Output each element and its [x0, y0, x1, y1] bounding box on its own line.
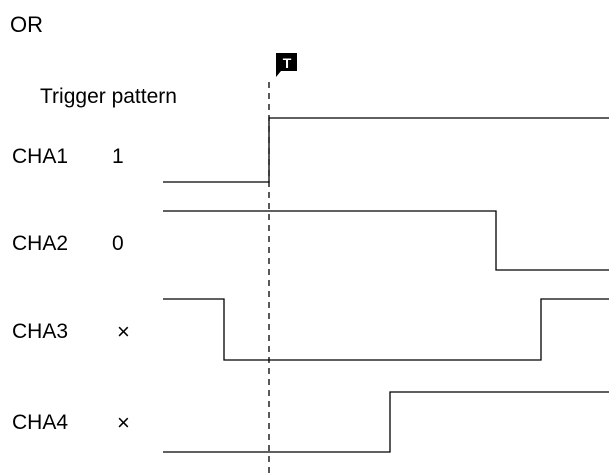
channel-pattern-cha2: 0	[112, 232, 124, 255]
waveform-cha3	[163, 298, 609, 361]
channel-label-cha1: CHA1	[12, 145, 69, 168]
channel-pattern-cha3: ×	[117, 319, 130, 344]
trigger-flag-letter: T	[283, 55, 292, 71]
channel-label-cha2: CHA2	[12, 232, 69, 255]
trigger-pattern-label: Trigger pattern	[40, 85, 177, 108]
waveform-cha4	[163, 391, 609, 453]
trigger-flag-icon: T	[276, 53, 297, 77]
channel-pattern-cha4: ×	[117, 410, 130, 435]
diagram-title: OR	[10, 12, 43, 37]
channel-label-cha4: CHA4	[12, 411, 69, 434]
channel-label-cha3: CHA3	[12, 320, 69, 343]
waveform-cha2	[163, 210, 609, 271]
channel-pattern-cha1: 1	[112, 145, 124, 168]
waveform-cha1	[163, 117, 609, 183]
